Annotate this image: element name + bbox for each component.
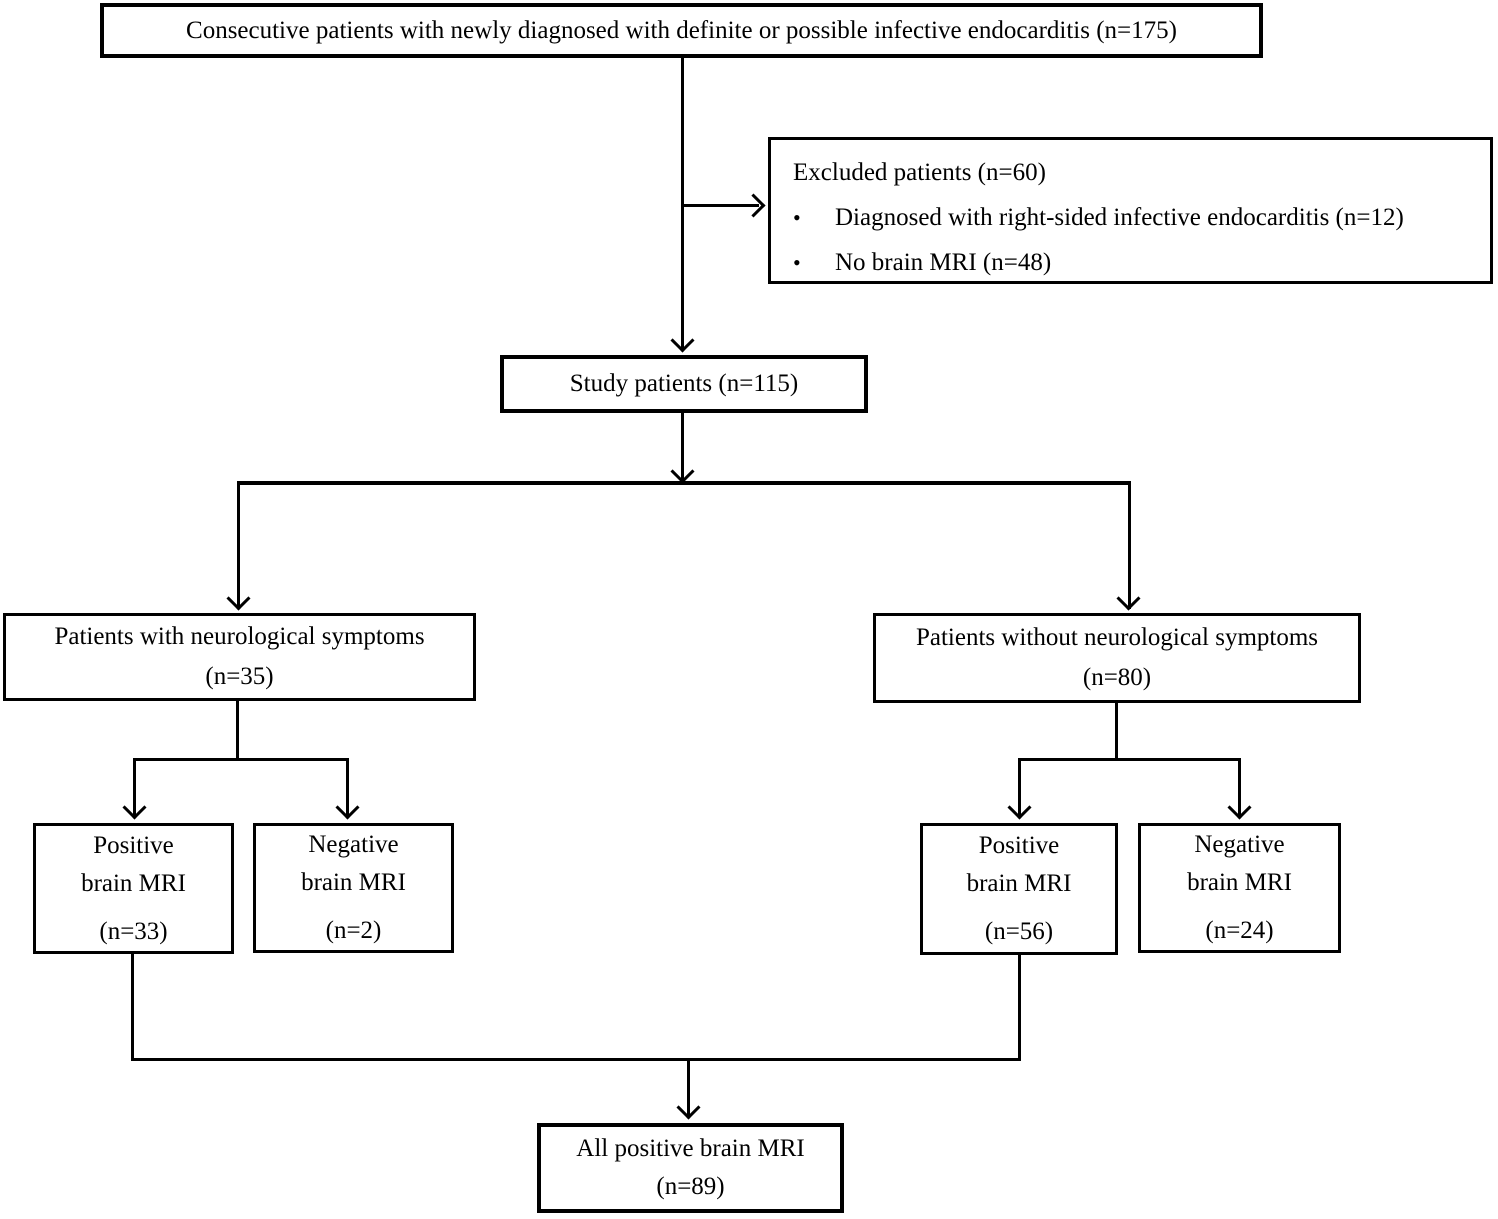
box-without-neurological-symptoms: Patients without neurological symptoms (…: [873, 613, 1361, 703]
arrowhead-into-nosymptoms-negative: [1227, 795, 1252, 820]
excluded-item-text: No brain MRI (n=48): [835, 249, 1052, 276]
negative-mri-line2: brain MRI: [1187, 869, 1292, 896]
box-all-positive-mri: All positive brain MRI (n=89): [537, 1123, 844, 1213]
excluded-item: • No brain MRI (n=48): [793, 240, 1051, 285]
arrowhead-into-excluded: [741, 193, 766, 218]
connector-to-symptoms-negative: [346, 758, 349, 818]
box-symptoms-positive-mri: Positive brain MRI (n=33): [33, 823, 234, 954]
excluded-item: • Diagnosed with right-sided infective e…: [793, 195, 1404, 240]
box-nosymptoms-positive-mri: Positive brain MRI (n=56): [920, 823, 1118, 955]
split-line-left: [134, 758, 349, 761]
arrowhead-into-study: [670, 328, 695, 353]
positive-mri-count: (n=33): [99, 917, 168, 945]
positive-mri-line1: Positive: [978, 832, 1060, 859]
box-enrollment: Consecutive patients with newly diagnose…: [100, 3, 1263, 58]
connector-study-distributor: [681, 412, 684, 482]
negative-mri-line2: brain MRI: [301, 869, 406, 896]
bullet-icon: •: [793, 250, 801, 275]
arrowhead-into-symptoms-positive: [122, 795, 147, 820]
connector-to-nosymptoms-positive: [1018, 758, 1021, 818]
connector-merge-left: [131, 953, 134, 1061]
excluded-item-text: Diagnosed with right-sided infective end…: [835, 204, 1404, 231]
distributor-line: [237, 481, 1131, 485]
connector-without-symptoms-split: [1115, 702, 1118, 760]
connector-to-without-symptoms: [1128, 482, 1131, 609]
excluded-title: Excluded patients (n=60): [793, 159, 1046, 186]
split-line-right: [1018, 758, 1241, 761]
merge-line: [131, 1058, 1021, 1061]
arrowhead-into-without-symptoms: [1116, 586, 1141, 611]
arrowhead-into-symptoms-negative: [335, 795, 360, 820]
arrowhead-onto-distributor: [670, 459, 695, 484]
connector-to-excluded: [683, 204, 759, 207]
positive-mri-line2: brain MRI: [966, 870, 1072, 897]
connector-to-nosymptoms-negative: [1238, 758, 1241, 818]
box-excluded: Excluded patients (n=60) • Diagnosed wit…: [768, 137, 1493, 284]
without-symptoms-label: Patients without neurological symptoms: [915, 624, 1319, 651]
box-symptoms-negative-mri: Negative brain MRI (n=2): [253, 823, 454, 953]
with-symptoms-label: Patients with neurological symptoms: [54, 623, 425, 650]
connector-to-symptoms-positive: [133, 758, 136, 818]
without-symptoms-count: (n=80): [1082, 664, 1152, 691]
all-positive-count: (n=89): [656, 1173, 725, 1200]
with-symptoms-count: (n=35): [205, 663, 274, 690]
positive-mri-line2: brain MRI: [81, 869, 186, 897]
box-with-neurological-symptoms: Patients with neurological symptoms (n=3…: [3, 613, 476, 701]
positive-mri-line1: Positive: [93, 831, 174, 859]
arrowhead-into-with-symptoms: [226, 586, 251, 611]
connector-to-with-symptoms: [237, 482, 240, 609]
enrollment-label: Consecutive patients with newly diagnose…: [186, 16, 1177, 44]
connector-with-symptoms-split: [236, 700, 239, 760]
connector-enrollment-study: [681, 57, 684, 351]
all-positive-label: All positive brain MRI: [576, 1135, 805, 1162]
box-study-patients: Study patients (n=115): [500, 355, 868, 413]
study-label: Study patients (n=115): [569, 370, 799, 397]
negative-mri-line1: Negative: [308, 831, 399, 858]
arrowhead-into-nosymptoms-positive: [1007, 795, 1032, 820]
connector-merge-right: [1018, 955, 1021, 1061]
negative-mri-count: (n=2): [325, 917, 382, 944]
bullet-icon: •: [793, 205, 801, 230]
positive-mri-count: (n=56): [984, 918, 1054, 945]
negative-mri-line1: Negative: [1194, 831, 1285, 858]
connector-to-all-positive: [687, 1060, 690, 1118]
arrowhead-into-all-positive: [676, 1095, 701, 1120]
negative-mri-count: (n=24): [1205, 917, 1274, 944]
box-nosymptoms-negative-mri: Negative brain MRI (n=24): [1138, 823, 1341, 953]
